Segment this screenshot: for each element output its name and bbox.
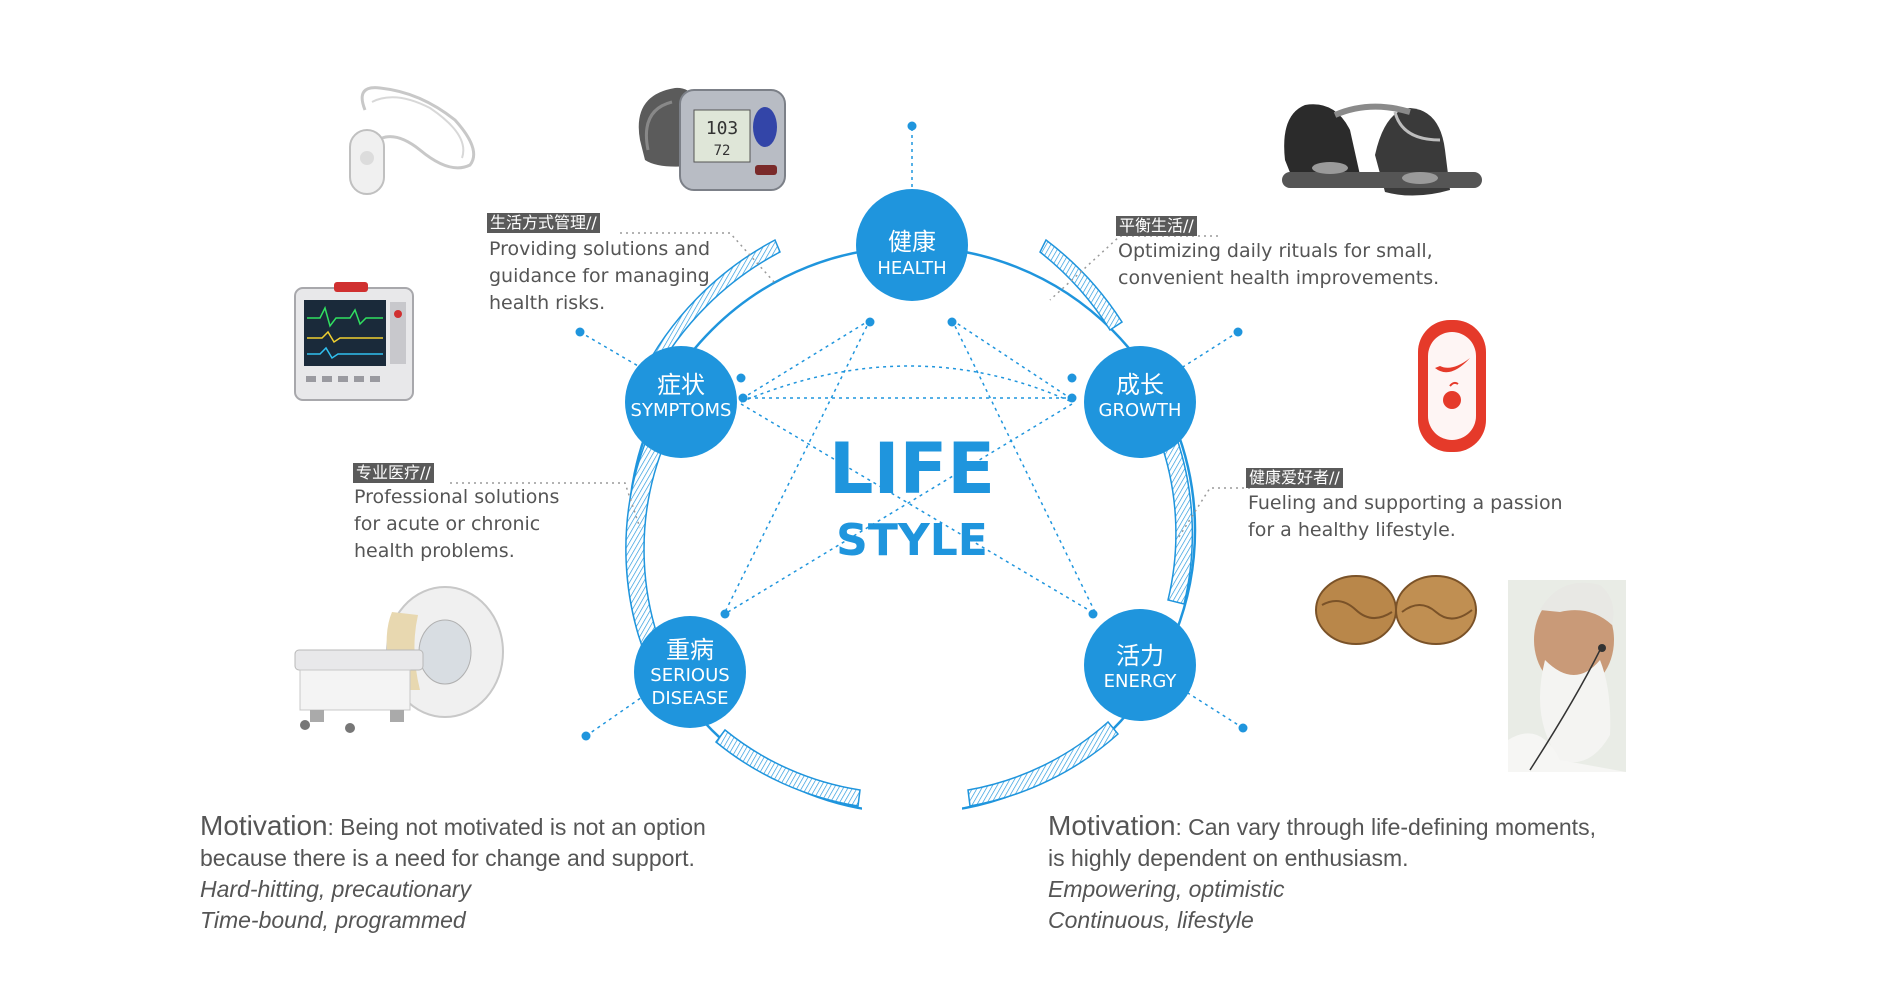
motivation-left: Motivation: Being not motivated is not a…: [200, 810, 706, 936]
svg-text:HEALTH: HEALTH: [877, 258, 946, 279]
motivation-right-line2: is highly dependent on enthusiasm.: [1048, 845, 1409, 871]
desc-health-enthusiast: Fueling and supporting a passion for a h…: [1248, 492, 1563, 541]
tag-health-enthusiast: 健康爱好者//: [1246, 468, 1343, 488]
motivation-left-line2: because there is a need for change and s…: [200, 845, 695, 871]
annotation-leaders: [450, 232, 1250, 541]
tag-lifestyle-management: 生活方式管理//: [487, 213, 600, 233]
motivation-right-line3: Empowering, optimistic: [1048, 876, 1285, 902]
desc-balanced-life: Optimizing daily rituals for small, conv…: [1118, 240, 1440, 289]
blood-pressure-monitor-icon: 103 72: [638, 87, 786, 191]
svg-text:健康: 健康: [888, 228, 936, 256]
svg-text:症状: 症状: [657, 371, 705, 399]
motivation-left-line4: Time-bound, programmed: [200, 907, 466, 933]
svg-text:GROWTH: GROWTH: [1099, 400, 1182, 421]
center-title-style: STYLE: [836, 515, 988, 566]
pendant-alarm-icon: [349, 86, 476, 195]
motivation-left-line3: Hard-hitting, precautionary: [200, 876, 472, 902]
svg-text:DISEASE: DISEASE: [651, 688, 728, 709]
patient-monitor-icon: [294, 282, 414, 401]
node-growth: 成长 GROWTH: [1084, 346, 1196, 458]
center-title-life: LIFE: [829, 428, 995, 510]
node-energy: 活力 ENERGY: [1084, 609, 1196, 721]
motivation-right-line4: Continuous, lifestyle: [1048, 907, 1254, 933]
node-connectors: [579, 128, 1244, 737]
svg-text:重病: 重病: [666, 636, 714, 664]
motivation-left-heading: Motivation: [200, 810, 328, 841]
svg-text:103: 103: [706, 118, 739, 139]
tag-professional-care: 专业医疗//: [353, 463, 434, 483]
nike-sensor-icon: [1418, 320, 1486, 452]
svg-text:成长: 成长: [1116, 371, 1164, 399]
motivation-right-heading: Motivation: [1048, 810, 1176, 841]
foot-massager-icon: [1282, 103, 1482, 196]
motivation-right: Motivation: Can vary through life-defini…: [1048, 810, 1596, 936]
connector-dots: [575, 121, 1248, 741]
desc-lifestyle-management: Providing solutions and guidance for man…: [489, 238, 711, 314]
walnuts-icon: [1315, 575, 1477, 645]
mri-scanner-icon: [294, 586, 504, 733]
motivation-left-line1: Being not motivated is not an option: [340, 814, 706, 840]
svg-text:SERIOUS: SERIOUS: [650, 665, 729, 686]
svg-text:ENERGY: ENERGY: [1104, 671, 1178, 692]
node-health: 健康 HEALTH: [856, 189, 968, 301]
motivation-right-line1: Can vary through life-defining moments,: [1188, 814, 1596, 840]
svg-text:SYMPTOMS: SYMPTOMS: [631, 400, 732, 421]
svg-text:活力: 活力: [1116, 642, 1164, 670]
desc-professional-care: Professional solutions for acute or chro…: [354, 486, 560, 562]
svg-text:72: 72: [714, 143, 731, 159]
node-symptoms: 症状 SYMPTOMS: [625, 346, 737, 458]
elderly-man-icon: [1508, 580, 1626, 772]
node-serious-disease: 重病 SERIOUS DISEASE: [634, 616, 746, 728]
tag-balanced-life: 平衡生活//: [1116, 216, 1197, 236]
